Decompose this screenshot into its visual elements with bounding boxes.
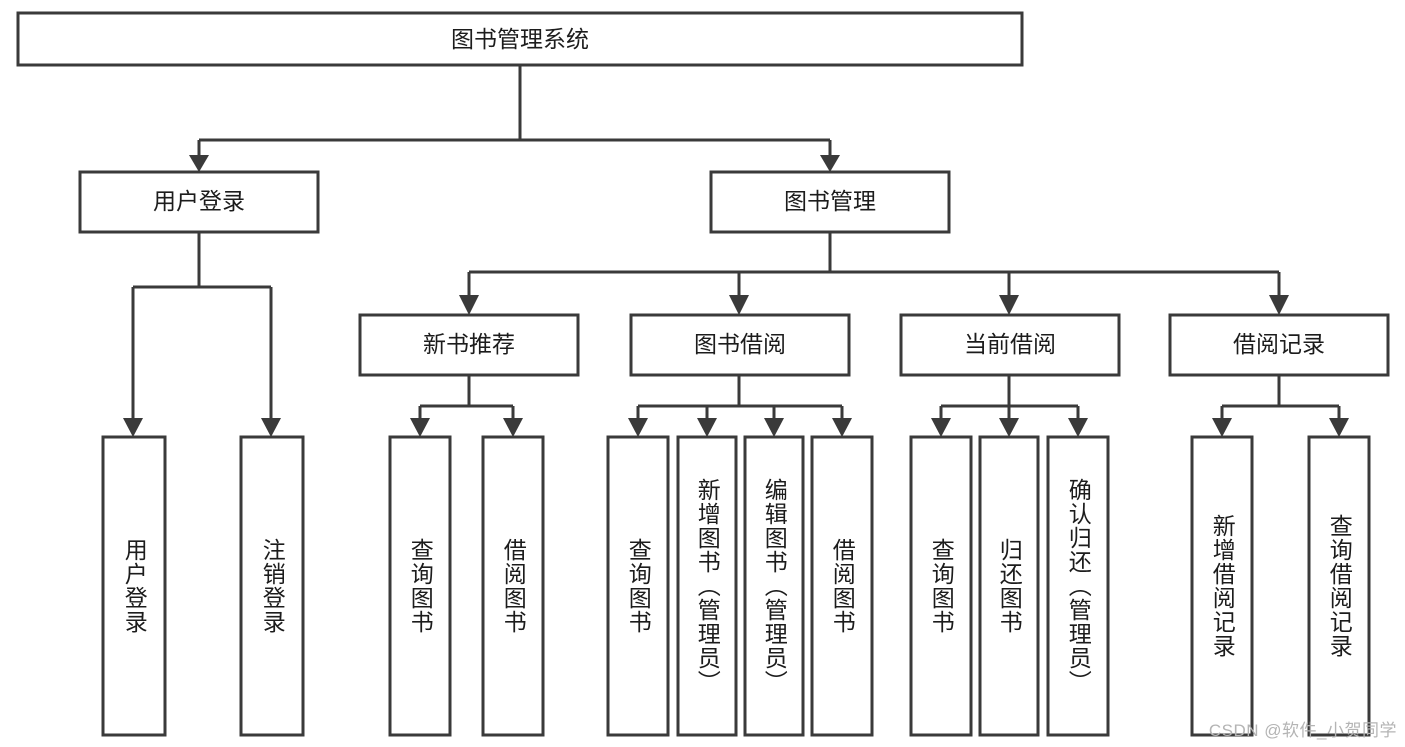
leaf-box-borrow-book[interactable]	[810, 435, 874, 737]
arrow-head-bookborrow-c3	[764, 418, 784, 437]
arrow-head-newbook-c1	[410, 418, 430, 437]
node-user-login[interactable]: 用户登录	[78, 170, 320, 234]
node-book-borrow[interactable]: 图书借阅	[629, 313, 851, 377]
node-book-management-box[interactable]	[709, 170, 951, 234]
node-user-login-label: 用户登录	[153, 188, 245, 214]
arrow-head-bookborrow-c1	[628, 418, 648, 437]
connector-group-borrowrecord-children	[1212, 375, 1349, 437]
leaf-box-borrow-book-newbook[interactable]	[481, 435, 545, 737]
node-borrow-record-box[interactable]	[1168, 313, 1390, 377]
arrow-head-user-login-leaf	[123, 418, 143, 437]
arrow-head-currentborrow-c2	[999, 418, 1019, 437]
leaf-box-query-book-newbook[interactable]	[388, 435, 452, 737]
csdn-watermark: CSDN @软件_小贺同学	[1208, 721, 1397, 740]
leaf-box-user-login[interactable]	[101, 435, 167, 737]
leaf-box-add-book-admin[interactable]	[676, 435, 738, 737]
node-current-borrow[interactable]: 当前借阅	[899, 313, 1121, 377]
leaf-box-edit-book-admin[interactable]	[743, 435, 805, 737]
arrow-head-currentborrow-c1	[931, 418, 951, 437]
arrow-head-newbook	[459, 295, 479, 315]
node-current-borrow-box[interactable]	[899, 313, 1121, 377]
node-book-management-label: 图书管理	[784, 188, 876, 214]
connector-group-newbook-children	[410, 375, 523, 437]
node-new-book-recommend[interactable]: 新书推荐	[358, 313, 580, 377]
arrow-head-currentborrow-c3	[1068, 418, 1088, 437]
leaf-box-add-borrow-record[interactable]	[1190, 435, 1254, 737]
node-root-system-label: 图书管理系统	[451, 26, 589, 52]
leaf-box-logout[interactable]	[239, 435, 305, 737]
arrow-head-currentborrow	[999, 295, 1019, 315]
arrow-head-bookmgmt	[820, 155, 840, 172]
node-current-borrow-label: 当前借阅	[964, 331, 1056, 357]
leaf-box-query-book-borrow[interactable]	[606, 435, 670, 737]
arrow-head-bookborrow-c4	[832, 418, 852, 437]
node-root-system-box[interactable]	[16, 11, 1024, 67]
leaf-box-confirm-return-admin[interactable]	[1046, 435, 1110, 737]
node-borrow-record-label: 借阅记录	[1233, 331, 1325, 357]
connector-group-currentborrow-children	[931, 375, 1088, 437]
leaf-box-return-book[interactable]	[978, 435, 1040, 737]
arrow-head-borrowrecord-c1	[1212, 418, 1232, 437]
arrow-head-borrowrecord	[1269, 295, 1289, 315]
arrow-head-logout-leaf	[261, 418, 281, 437]
node-user-login-box[interactable]	[78, 170, 320, 234]
node-book-management[interactable]: 图书管理	[709, 170, 951, 234]
node-book-borrow-label: 图书借阅	[694, 331, 786, 357]
connector-group-root	[189, 65, 840, 172]
arrow-head-bookborrow-c2	[697, 418, 717, 437]
leaf-box-group	[101, 435, 1371, 737]
node-new-book-recommend-box[interactable]	[358, 313, 580, 377]
node-root-system[interactable]: 图书管理系统	[16, 11, 1024, 67]
connector-group-userlogin	[123, 232, 281, 437]
connector-group-bookborrow-children	[628, 375, 852, 437]
leaf-box-query-borrow-record[interactable]	[1307, 435, 1371, 737]
arrow-head-borrowrecord-c2	[1329, 418, 1349, 437]
arrow-head-bookborrow	[729, 295, 749, 315]
arrow-head-userlogin	[189, 155, 209, 172]
leaf-box-query-book-current[interactable]	[909, 435, 973, 737]
arrow-head-newbook-c2	[503, 418, 523, 437]
node-new-book-recommend-label: 新书推荐	[423, 331, 515, 357]
node-book-borrow-box[interactable]	[629, 313, 851, 377]
node-borrow-record[interactable]: 借阅记录	[1168, 313, 1390, 377]
connector-group-bookmgmt	[459, 232, 1289, 315]
